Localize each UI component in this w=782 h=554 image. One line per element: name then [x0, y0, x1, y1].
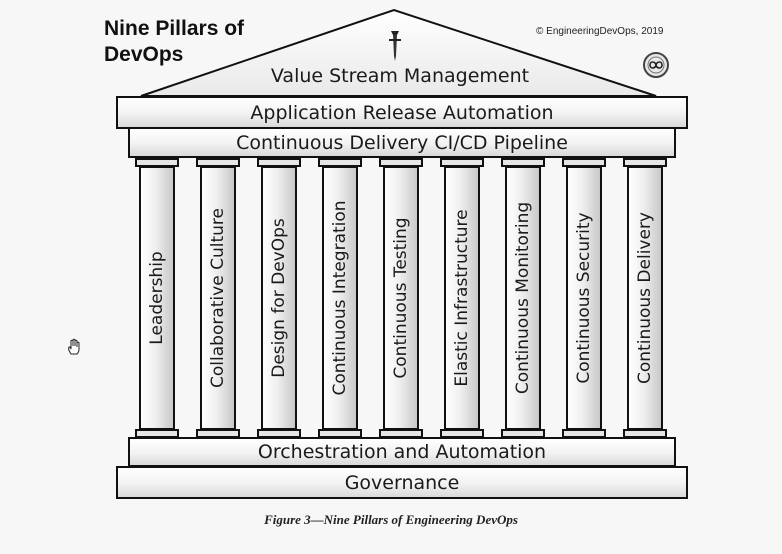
pillar: Continuous Delivery	[623, 158, 667, 438]
pillar-label: Continuous Testing	[391, 217, 411, 379]
pillar-shaft: Leadership	[139, 166, 175, 430]
pillar: Elastic Infrastructure	[440, 158, 484, 438]
pillar-shaft: Continuous Monitoring	[505, 166, 541, 430]
pillar-shaft: Continuous Security	[566, 166, 602, 430]
figure-caption: Figure 3—Nine Pillars of Engineering Dev…	[264, 512, 518, 527]
band-application-release-automation: Application Release Automation	[116, 96, 688, 129]
title-line-2: DevOps	[104, 43, 184, 66]
hand-cursor-icon	[68, 338, 80, 355]
pillar-label: Collaborative Culture	[208, 208, 228, 388]
pillar-shaft: Continuous Testing	[383, 166, 419, 430]
pillar-label: Continuous Security	[574, 212, 594, 384]
pillar: Continuous Security	[562, 158, 606, 438]
pillar: Leadership	[135, 158, 179, 438]
copyright-notice: © EngineeringDevOps, 2019	[536, 26, 664, 37]
pillar-shaft: Collaborative Culture	[200, 166, 236, 430]
title-line-1: Nine Pillars of	[104, 17, 245, 40]
pillar-shaft: Elastic Infrastructure	[444, 166, 480, 430]
pillar-shaft: Continuous Delivery	[627, 166, 663, 430]
pillar-label: Leadership	[147, 251, 167, 345]
pillar-label: Continuous Delivery	[635, 212, 655, 384]
pillar: Collaborative Culture	[196, 158, 240, 438]
pillar-label: Continuous Monitoring	[513, 201, 533, 395]
pillar: Continuous Testing	[379, 158, 423, 438]
pillar-label: Elastic Infrastructure	[452, 209, 472, 387]
pillar: Design for DevOps	[257, 158, 301, 438]
diagram-title: Nine Pillars of DevOps	[104, 16, 244, 68]
pillar-label: Design for DevOps	[269, 218, 289, 378]
pillar-label: Continuous Integration	[330, 200, 350, 396]
pillar-shaft: Continuous Integration	[322, 166, 358, 430]
pillar-shaft: Design for DevOps	[261, 166, 297, 430]
band-continuous-delivery-pipeline: Continuous Delivery CI/CD Pipeline	[128, 127, 676, 158]
tie-icon	[389, 31, 401, 61]
roof-label: Value Stream Management	[270, 65, 530, 87]
infinity-badge-icon	[643, 52, 669, 78]
pillar: Continuous Integration	[318, 158, 362, 438]
band-governance: Governance	[116, 466, 688, 499]
band-orchestration-and-automation: Orchestration and Automation	[128, 437, 676, 467]
pillar: Continuous Monitoring	[501, 158, 545, 438]
